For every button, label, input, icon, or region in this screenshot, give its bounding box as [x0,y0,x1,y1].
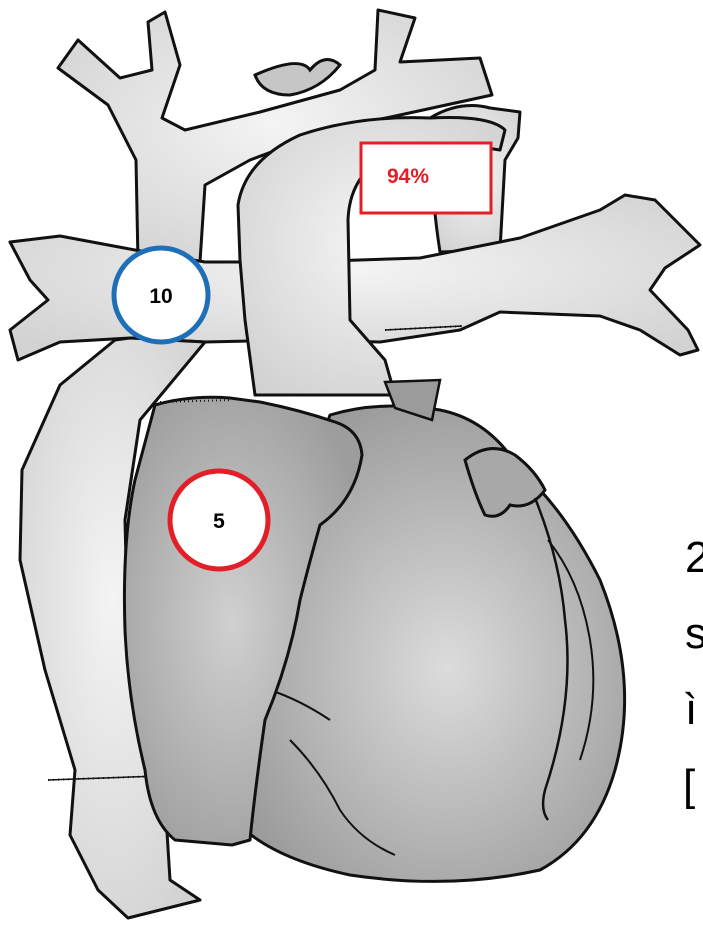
clipped-text-line-2: s [685,609,703,658]
red-circle-value: 5 [213,510,225,533]
blue-circle-value: 10 [149,285,172,308]
saturation-label: 94% [387,165,429,188]
clipped-text-line-4: [ [683,761,695,810]
upper-vessel-nub [255,60,340,95]
clipped-text-line-1: 2 [685,533,703,582]
clipped-text-line-3: ì [685,685,697,734]
